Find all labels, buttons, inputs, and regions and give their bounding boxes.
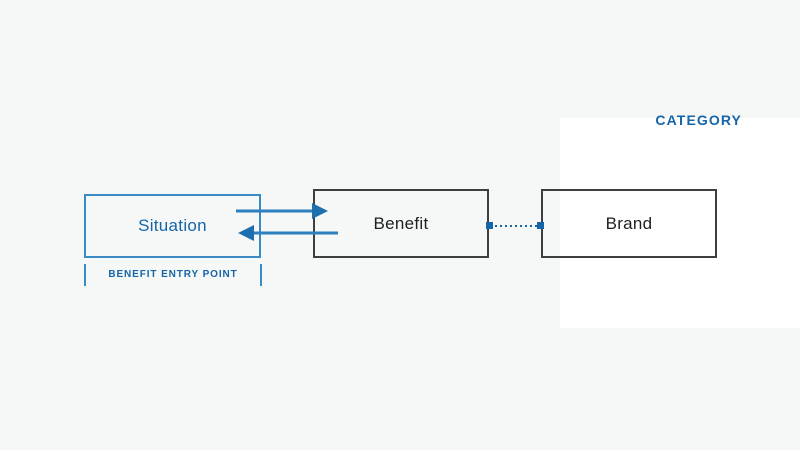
node-benefit[interactable]: Benefit [313, 189, 489, 258]
node-brand[interactable]: Brand [541, 189, 717, 258]
benefit-entry-point-bracket: BENEFIT ENTRY POINT [84, 264, 262, 288]
connector-benefit-to-brand [484, 218, 546, 234]
bracket-tick-left [84, 264, 86, 286]
dotted-link-icon [486, 222, 544, 229]
connector-benefit-to-situation [236, 222, 338, 244]
connector-situation-to-benefit [236, 200, 328, 222]
node-situation[interactable]: Situation [84, 194, 261, 258]
arrow-left-icon [238, 225, 338, 241]
category-label: CATEGORY [655, 112, 742, 128]
node-benefit-label: Benefit [373, 213, 429, 233]
node-situation-label: Situation [138, 216, 207, 235]
arrow-right-icon [236, 203, 328, 219]
bracket-tick-right [260, 264, 262, 286]
category-highlight-panel [560, 118, 800, 328]
node-brand-label: Brand [605, 213, 653, 233]
benefit-entry-point-label: BENEFIT ENTRY POINT [108, 269, 238, 280]
